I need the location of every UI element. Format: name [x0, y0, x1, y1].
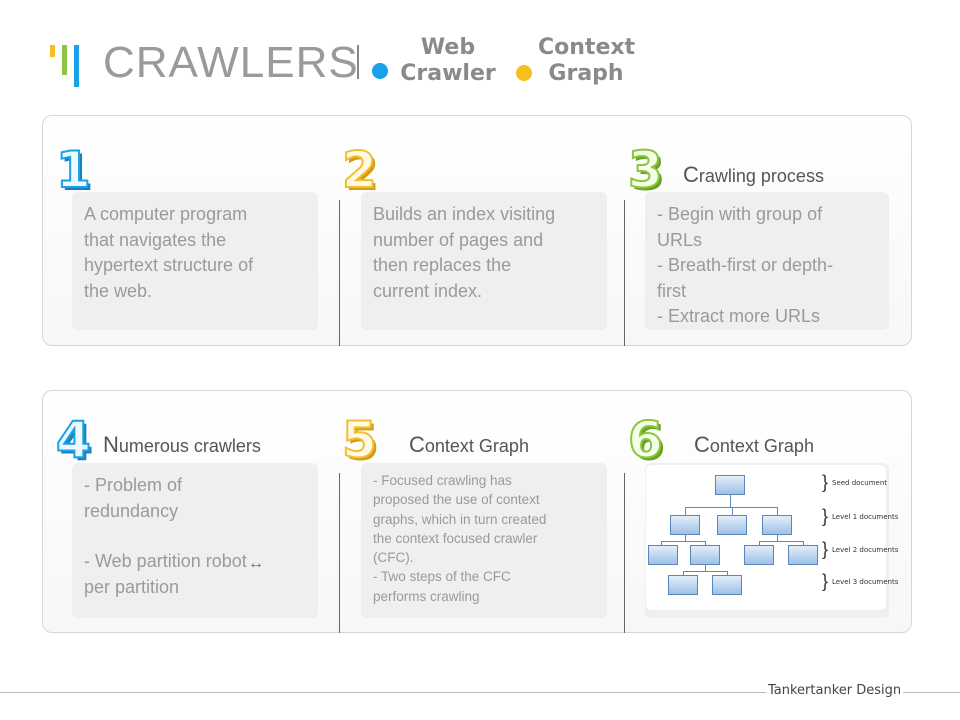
text-box-3: - Begin with group of URLs - Breath-firs… [645, 192, 889, 330]
step-number-5: 5 [341, 411, 378, 469]
level-label: Level 3 documents [832, 578, 899, 586]
legend-label-context-graph: Context Graph [538, 35, 636, 86]
divider-3 [339, 473, 340, 633]
text-box-5: - Focused crawling has proposed the use … [361, 463, 607, 618]
level2-node [648, 545, 678, 565]
level2-node [690, 545, 720, 565]
level-label: Level 1 documents [832, 513, 899, 521]
heading-context-graph-5: Context Graph [409, 432, 529, 457]
seed-node [715, 475, 745, 495]
legend-dot-context-graph [516, 65, 532, 81]
divider-1 [339, 200, 340, 346]
brace-icon: } [822, 472, 829, 492]
text-box-2: Builds an index visiting number of pages… [361, 192, 607, 330]
divider-2 [624, 200, 625, 346]
logo-bar-yellow [50, 45, 55, 57]
context-graph-diagram: } Seed document } Level 1 documents } Le… [646, 465, 898, 610]
step-number-1: 1 [55, 141, 92, 199]
level1-node [717, 515, 747, 535]
text-box-1: A computer program that navigates the hy… [72, 192, 318, 330]
level2-node [788, 545, 818, 565]
level2-node [744, 545, 774, 565]
legend-label-web-crawler: Web Crawler [400, 35, 496, 86]
heading-numerous-crawlers: Numerous crawlers [103, 432, 261, 457]
level-label: Seed document [832, 479, 888, 487]
step-number-2: 2 [341, 141, 378, 199]
logo-bar-blue [74, 45, 79, 87]
logo-bar-green [62, 45, 67, 75]
footer-credit: Tankertanker Design [766, 683, 904, 698]
brace-icon: } [822, 539, 829, 559]
level1-node [762, 515, 792, 535]
cursor-arrows-icon: ↔ [248, 555, 264, 572]
step-number-4: 4 [55, 411, 92, 469]
divider-4 [624, 473, 625, 633]
page-title: CRAWLERS [103, 38, 359, 87]
level3-node [712, 575, 742, 595]
brace-icon: } [822, 506, 829, 526]
heading-context-graph-6: Context Graph [694, 432, 814, 457]
legend-dot-web-crawler [372, 63, 388, 79]
footer-rule [0, 692, 960, 693]
level3-node [668, 575, 698, 595]
heading-crawling-process: Crawling process [683, 162, 824, 187]
title-divider [357, 45, 359, 79]
level1-node [670, 515, 700, 535]
level-label: Level 2 documents [832, 546, 899, 554]
brace-icon: } [822, 571, 829, 591]
step-number-6: 6 [627, 411, 664, 469]
text-box-4: - Problem of redundancy - Web partition … [72, 463, 318, 618]
step-number-3: 3 [627, 141, 664, 199]
